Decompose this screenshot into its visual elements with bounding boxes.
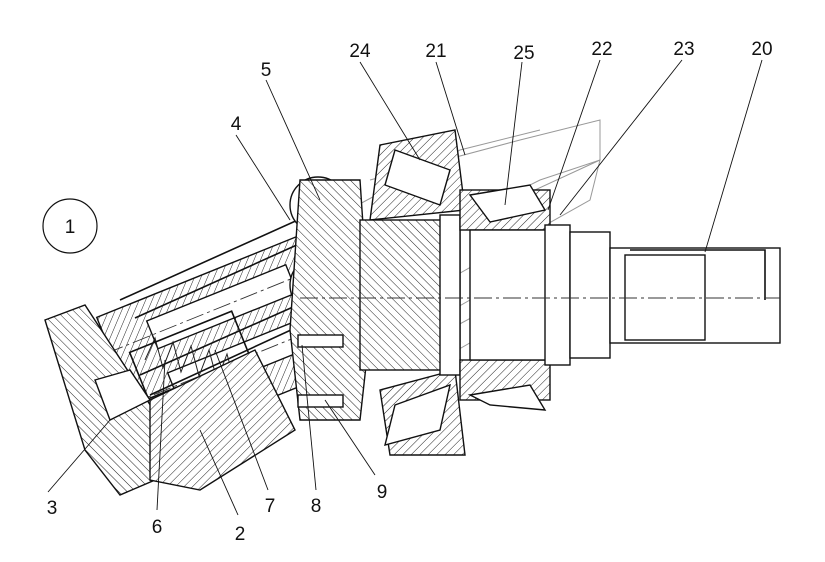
callout-4: 4 (231, 114, 242, 135)
callout-5: 5 (261, 60, 272, 81)
callout-leaders (47, 59, 763, 516)
figure-number-text: 1 (65, 217, 76, 238)
callout-7: 7 (265, 496, 276, 517)
callout-21: 21 (425, 41, 446, 62)
callout-23: 23 (673, 39, 694, 60)
callout-2: 2 (235, 524, 246, 545)
tapered-bearing-24 (369, 129, 466, 456)
callout-9: 9 (377, 482, 388, 503)
drive-flange (289, 179, 371, 421)
output-shaft (359, 184, 781, 411)
callout-8: 8 (311, 496, 322, 517)
callout-25: 25 (513, 43, 534, 64)
callout-6: 6 (152, 517, 163, 538)
callout-24: 24 (349, 41, 371, 62)
figure-number-badge: 1 (42, 198, 98, 254)
callout-3: 3 (47, 498, 58, 519)
lower-housing (149, 349, 296, 491)
callout-22: 22 (591, 39, 612, 60)
callout-labels: 2 3 4 5 6 7 8 9 20 21 22 23 24 25 (47, 39, 773, 545)
callout-20: 20 (751, 39, 772, 60)
